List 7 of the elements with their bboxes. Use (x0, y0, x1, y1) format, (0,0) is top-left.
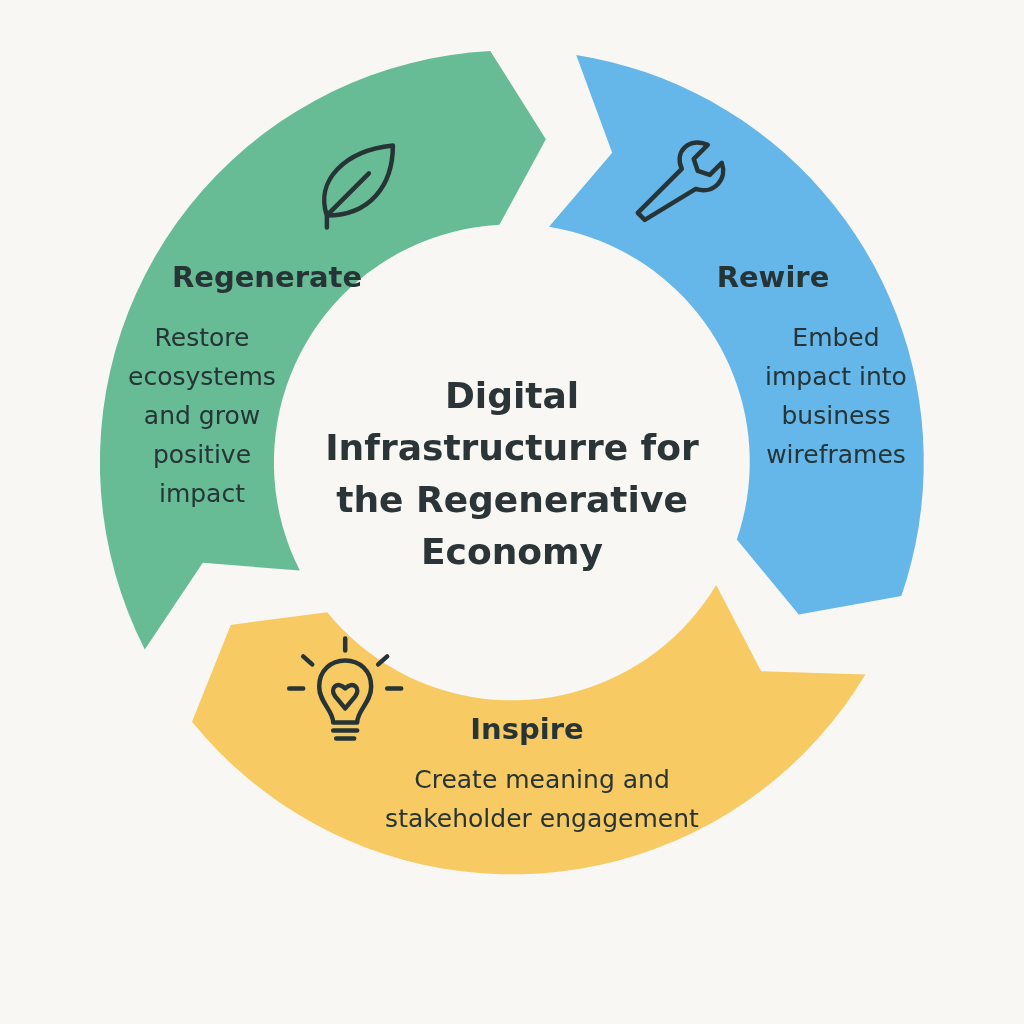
segment-heading: Regenerate (170, 260, 364, 294)
segment-description: Create meaning and stakeholder engagement (384, 764, 700, 835)
segment-heading: Rewire (715, 260, 831, 294)
segment-heading: Inspire (469, 712, 585, 746)
center-title: Digital Infrastructurre for the Regenerative Economy (324, 374, 700, 574)
segment-description: Embed impact into business wireframes (764, 322, 908, 471)
segment-description: Restore ecosystems and grow positive impact (127, 322, 277, 510)
